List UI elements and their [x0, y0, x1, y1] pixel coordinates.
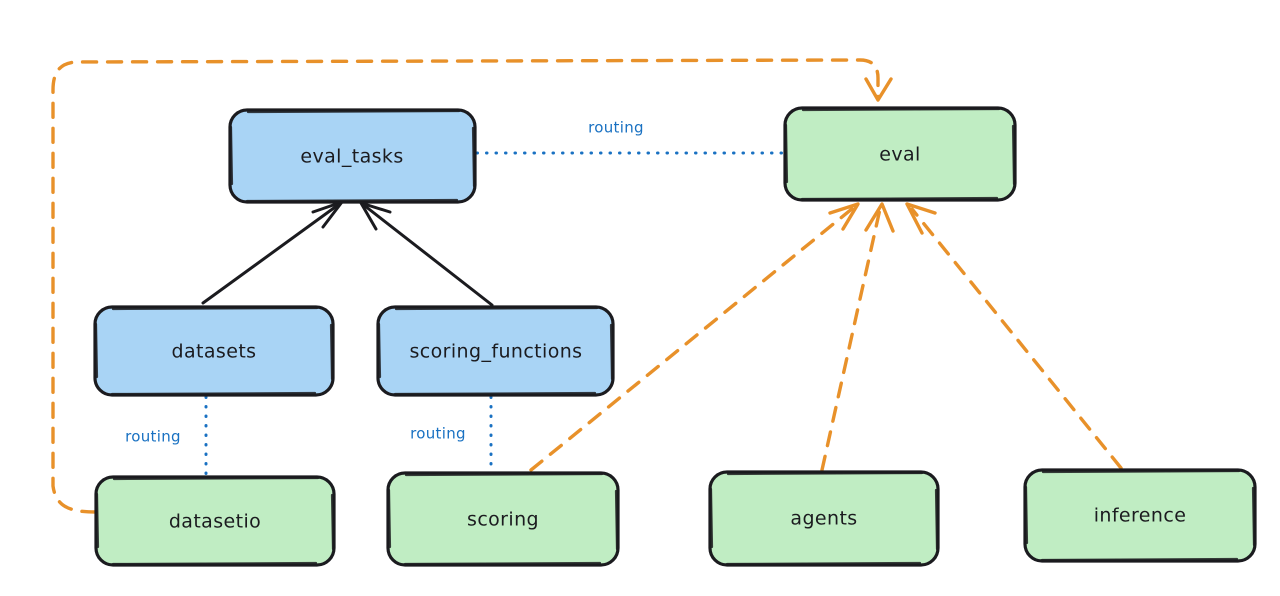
- edge-inference-to-eval: [905, 202, 1123, 470]
- node-sketch-eval_tasks: [229, 109, 476, 203]
- arrowhead-scoring-eval: [828, 202, 860, 231]
- node-scoring[interactable]: scoring: [386, 471, 620, 567]
- node-label-eval: eval: [879, 144, 920, 166]
- node-rect-eval[interactable]: [783, 106, 1017, 202]
- node-sketch-datasetio: [95, 476, 335, 566]
- edge-path-scoring_functions-eval_tasks: [363, 204, 494, 307]
- node-rect-scoring[interactable]: [386, 471, 620, 567]
- arrowhead-inference-eval: [905, 202, 937, 235]
- edge-datasets-to-eval_tasks: [201, 200, 344, 305]
- node-rect-datasetio[interactable]: [94, 475, 336, 567]
- edge-label-eval_tasks-eval: routing: [588, 119, 644, 137]
- arrowhead-datasets-eval_tasks: [311, 200, 344, 229]
- node-rect-scoring_functions[interactable]: [376, 305, 615, 397]
- node-eval[interactable]: eval: [783, 106, 1017, 202]
- node-label-scoring_functions: scoring_functions: [410, 341, 583, 363]
- edge-datasets-to-datasetio: routing: [125, 395, 208, 478]
- node-rect-agents[interactable]: [708, 470, 940, 567]
- node-sketch-inference: [1024, 469, 1256, 562]
- node-rect-inference[interactable]: [1023, 468, 1257, 563]
- edge-eval_tasks-to-eval: routing: [475, 119, 785, 155]
- edge-path-datasets-eval_tasks: [201, 203, 340, 305]
- node-datasetio[interactable]: datasetio: [94, 475, 336, 567]
- node-agents[interactable]: agents: [708, 470, 940, 567]
- edge-path-agents-eval: [820, 207, 882, 472]
- node-label-datasetio: datasetio: [169, 511, 261, 533]
- edge-label-scoring_functions-scoring: routing: [410, 425, 466, 443]
- arrowhead-datasetio-eval: [864, 77, 893, 102]
- node-inference[interactable]: inference: [1023, 468, 1257, 563]
- edge-agents-to-eval: [820, 202, 895, 472]
- edge-scoring-to-eval: [529, 202, 860, 472]
- edge-path-scoring-eval: [529, 206, 855, 472]
- node-label-inference: inference: [1094, 505, 1187, 527]
- edge-datasetio-to-eval: [51, 58, 893, 514]
- node-sketch-eval: [784, 107, 1016, 201]
- node-label-datasets: datasets: [172, 341, 257, 363]
- node-sketch-scoring_functions: [377, 306, 614, 396]
- edge-path-datasetio-eval: [51, 58, 880, 514]
- node-sketch-scoring: [387, 472, 619, 566]
- edge-scoring_functions-to-scoring: routing: [410, 395, 493, 474]
- edge-path-inference-eval: [910, 207, 1123, 470]
- edge-label-datasets-datasetio: routing: [125, 428, 181, 446]
- node-label-agents: agents: [790, 508, 857, 530]
- node-rect-datasets[interactable]: [93, 305, 335, 397]
- node-label-eval_tasks: eval_tasks: [300, 146, 403, 168]
- node-rect-eval_tasks[interactable]: [228, 108, 477, 204]
- node-scoring_functions[interactable]: scoring_functions: [376, 305, 615, 397]
- node-sketch-datasets: [94, 306, 334, 396]
- arrowhead-agents-eval: [864, 202, 895, 233]
- node-sketch-agents: [709, 471, 939, 566]
- node-datasets[interactable]: datasets: [93, 305, 335, 397]
- node-label-scoring: scoring: [467, 509, 539, 531]
- node-eval_tasks[interactable]: eval_tasks: [228, 108, 477, 204]
- edge-scoring_functions-to-eval_tasks: [359, 201, 494, 307]
